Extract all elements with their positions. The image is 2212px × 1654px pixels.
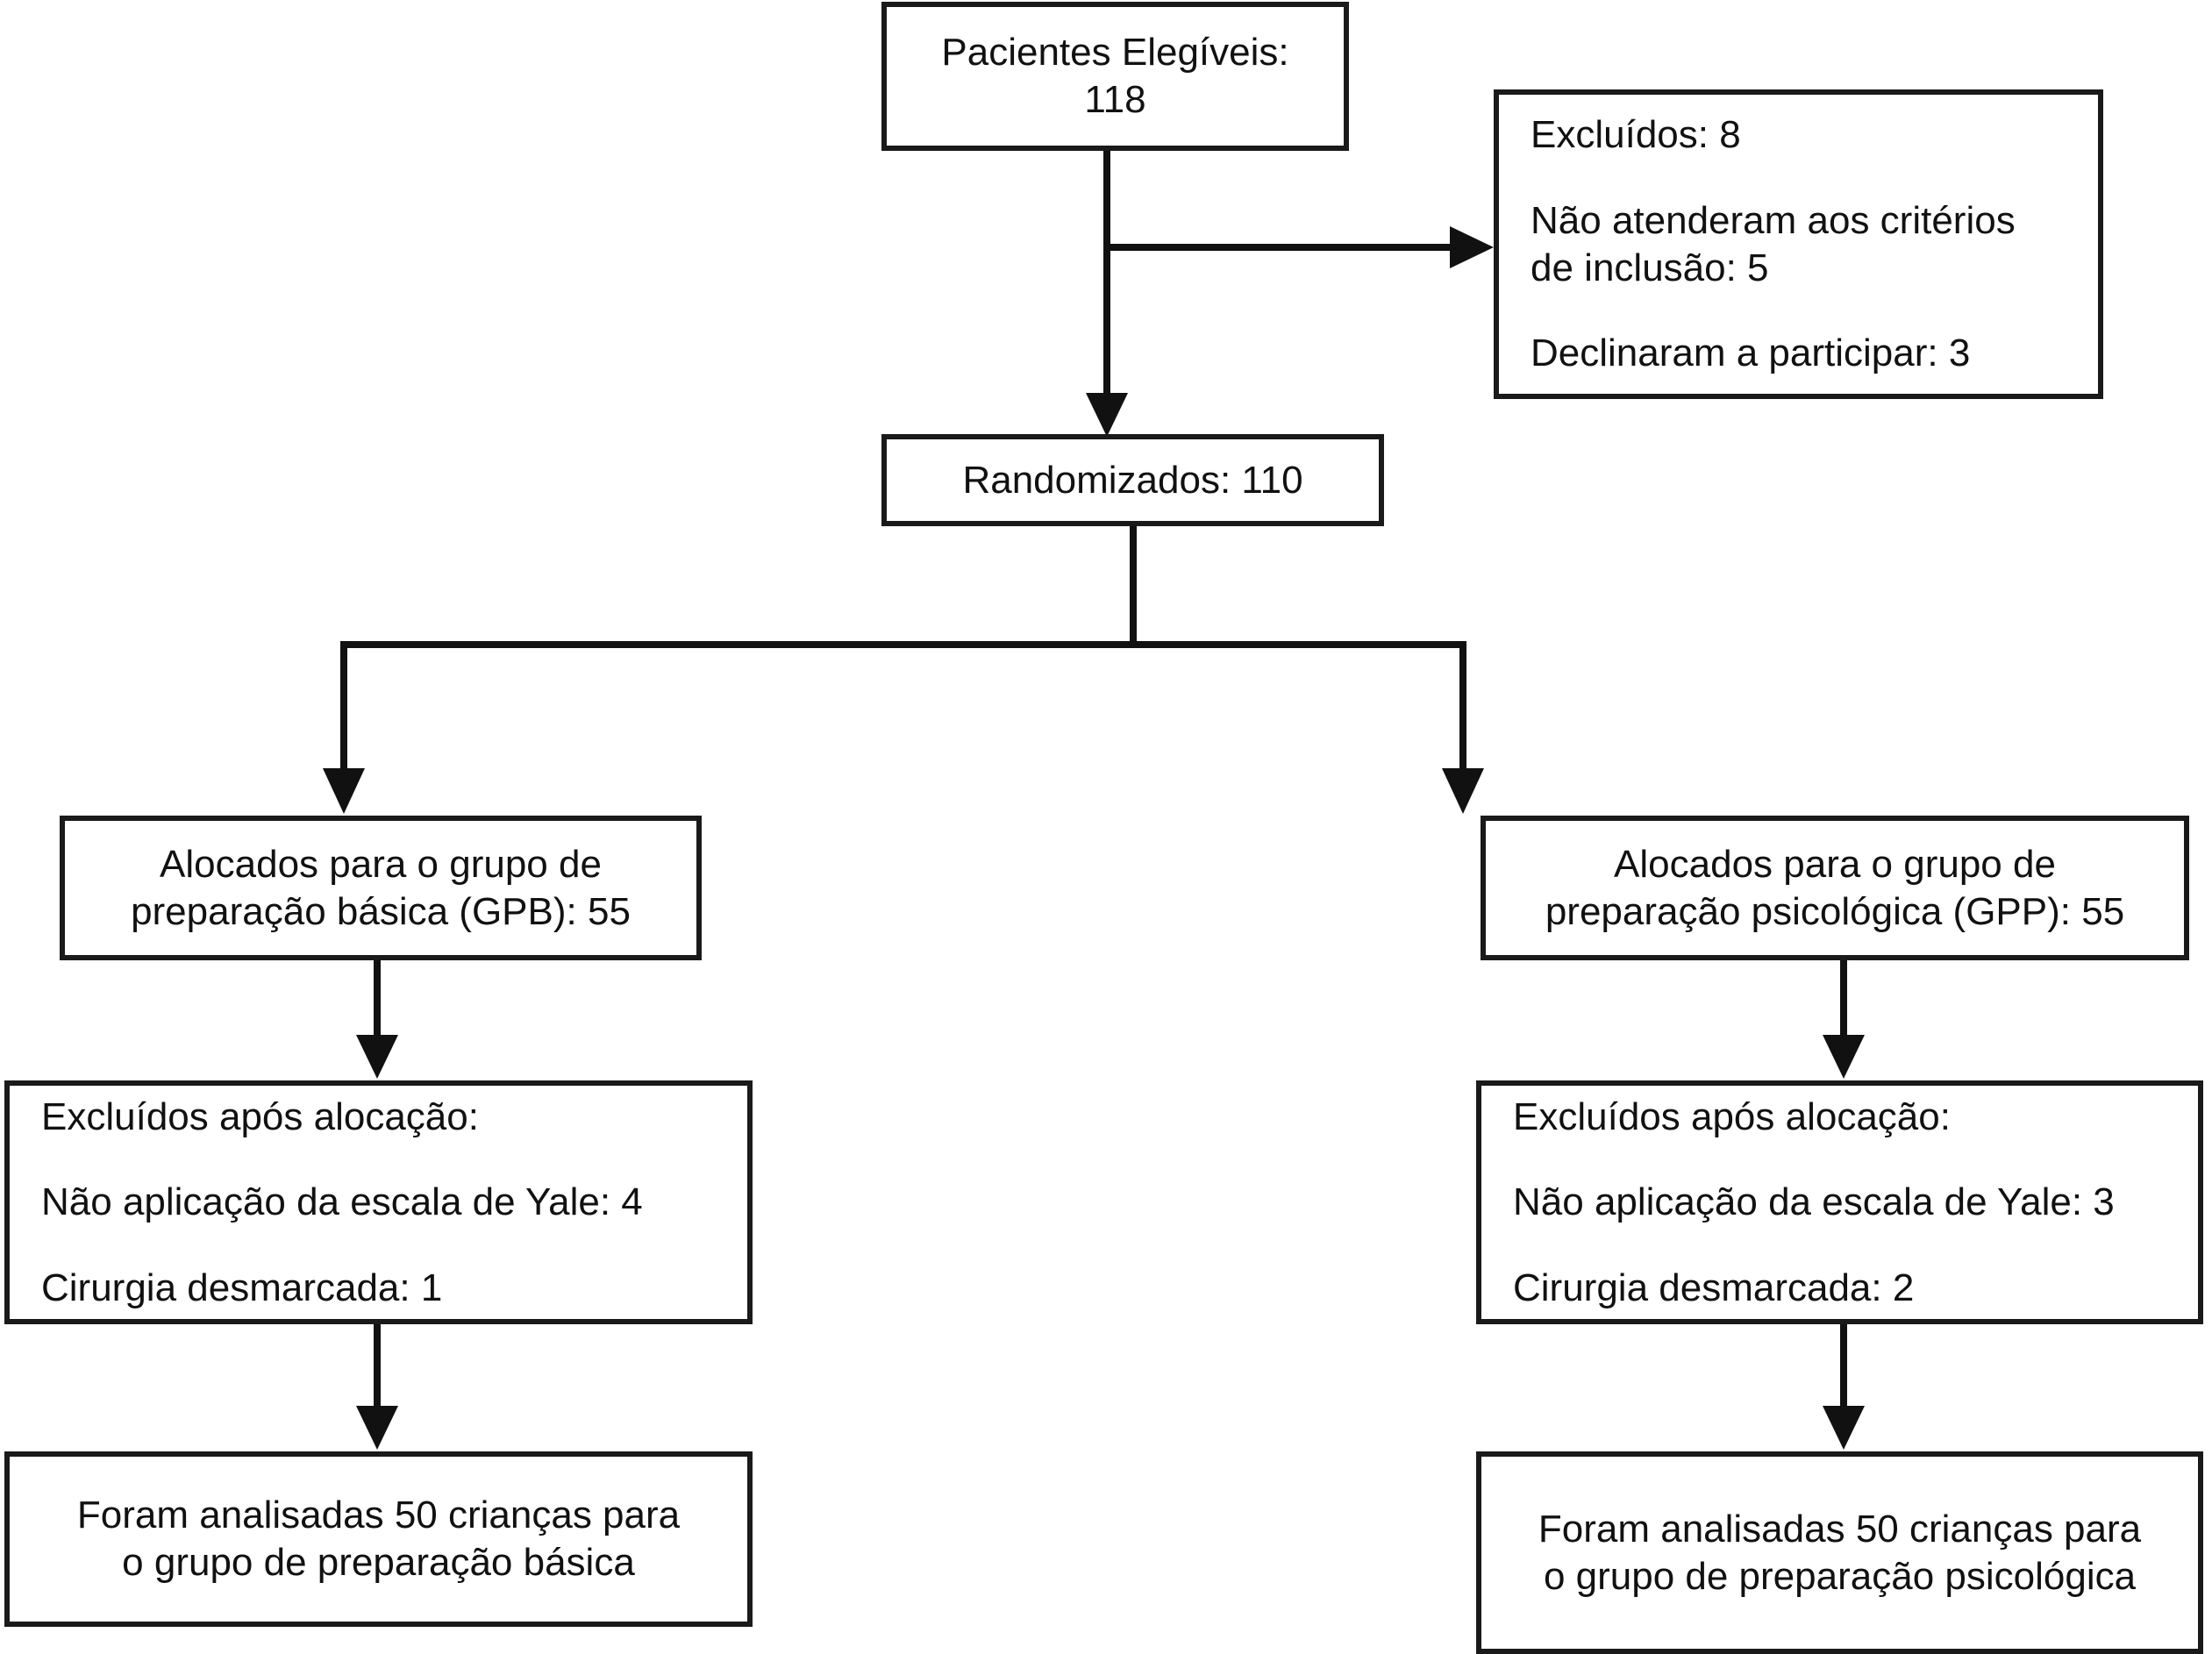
gpp-alloc-line-2: preparação psicológica (GPP): 55 <box>1545 889 2125 933</box>
node-gpp-allocation: Alocados para o grupo de preparação psic… <box>1481 816 2189 960</box>
node-gpb-post-allocation-exclusions: Excluídos após alocação: Não aplicação d… <box>4 1080 753 1324</box>
eligible-count: 118 <box>1084 78 1146 121</box>
gpb-excl-reason-2: Cirurgia desmarcada: 1 <box>41 1265 443 1309</box>
node-gpp-analyzed: Foram analisadas 50 crianças para o grup… <box>1476 1451 2203 1654</box>
arrowhead-gpp-final <box>1823 1406 1865 1450</box>
arrowhead-gpb-excl <box>356 1035 398 1079</box>
arrowhead-gpp-excl <box>1823 1035 1865 1079</box>
gpp-excl-reason-2: Cirurgia desmarcada: 2 <box>1513 1265 1915 1309</box>
arrowhead-gpp-alloc <box>1442 768 1484 814</box>
gpb-excl-reason-1: Não aplicação da escala de Yale: 4 <box>41 1180 643 1224</box>
node-gpp-post-allocation-exclusions: Excluídos após alocação: Não aplicação d… <box>1476 1080 2203 1324</box>
gpb-excl-title: Excluídos após alocação: <box>41 1094 479 1138</box>
arrowhead-gpb-final <box>356 1406 398 1450</box>
gpp-final-line-1: Foram analisadas 50 crianças para <box>1538 1507 2142 1551</box>
gpb-alloc-line-2: preparação básica (GPB): 55 <box>131 889 631 933</box>
node-gpb-analyzed: Foram analisadas 50 crianças para o grup… <box>4 1451 753 1627</box>
excluded-reason-1-part2: de inclusão: 5 <box>1531 246 1769 289</box>
arrowhead-excluded <box>1450 226 1494 268</box>
gpp-excl-title: Excluídos após alocação: <box>1513 1094 1951 1138</box>
excluded-reason-1-part1: Não atenderam aos critérios <box>1531 198 2016 242</box>
node-eligible-patients: Pacientes Elegíveis: 118 <box>881 2 1349 151</box>
arrowhead-gpb-alloc <box>323 768 365 814</box>
excluded-total: Excluídos: 8 <box>1531 113 1741 157</box>
node-excluded: Excluídos: 8 Não atenderam aos critérios… <box>1494 89 2103 399</box>
eligible-title: Pacientes Elegíveis: <box>941 31 1289 75</box>
node-randomized: Randomizados: 110 <box>881 434 1384 526</box>
randomized-label: Randomizados: 110 <box>962 458 1303 502</box>
gpp-final-line-2: o grupo de preparação psicológica <box>1543 1554 2137 1598</box>
arrowhead-randomized <box>1086 393 1128 437</box>
gpb-alloc-line-1: Alocados para o grupo de <box>160 842 602 886</box>
gpb-final-line-2: o grupo de preparação básica <box>122 1541 635 1584</box>
node-gpb-allocation: Alocados para o grupo de preparação bási… <box>60 816 702 960</box>
gpb-final-line-1: Foram analisadas 50 crianças para <box>76 1494 681 1537</box>
gpp-excl-reason-1: Não aplicação da escala de Yale: 3 <box>1513 1180 2115 1224</box>
excluded-reason-2: Declinaram a participar: 3 <box>1531 332 1971 375</box>
gpp-alloc-line-1: Alocados para o grupo de <box>1614 842 2056 886</box>
